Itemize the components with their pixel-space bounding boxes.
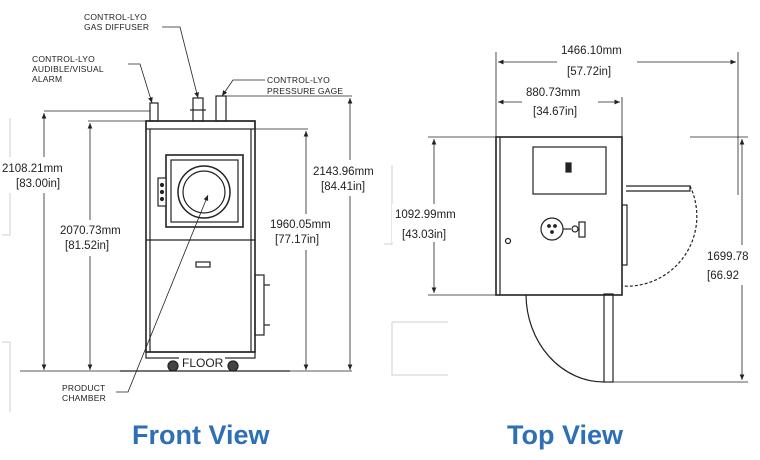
door-swing-arc-right (621, 185, 698, 287)
dim-height-right-inner-mm: 1960.05mm (270, 219, 331, 231)
dim-depth-overall-in: [66.92 (707, 270, 739, 282)
lower-door-panel (603, 293, 614, 383)
dim-height-right-outer-mm: 2143.96mm (313, 166, 374, 178)
floor-label: FLOOR (182, 356, 224, 370)
top-valve (578, 221, 586, 238)
dim-height-left-inner-in: [81.52in] (65, 240, 109, 252)
pressure-gage-callout-line2: PRESSURE GAGE (267, 86, 343, 96)
pressure-gage-callout-line1: CONTROL-LYO (267, 75, 330, 85)
vent-slot (195, 261, 211, 268)
product-chamber-callout-line2: CHAMBER (62, 393, 106, 403)
gas-diffuser-callout-line2: GAS DIFFUSER (84, 22, 149, 32)
dim-depth-overall-mm: 1699.78 (707, 251, 749, 263)
dim-height-left-outer-in: [83.00in] (16, 178, 60, 190)
side-hinge (621, 204, 628, 266)
top-cap (145, 120, 256, 130)
front-view-drawing (120, 95, 290, 372)
dim-height-left-outer-mm: 2108.21mm (2, 163, 63, 175)
dim-width-overall-mm: 1466.10mm (561, 45, 622, 57)
side-handle (254, 274, 265, 336)
top-view-drawing (495, 136, 698, 383)
top-port (540, 217, 564, 241)
alarm-fitting (149, 102, 159, 122)
dim-width-overall-in: [57.72in] (567, 66, 611, 78)
pressure-gage-fitting (215, 95, 227, 122)
dim-height-right-inner-in: [77.17in] (275, 234, 319, 246)
caster-left (167, 360, 179, 372)
alarm-callout-line2: AUDIBLE/VISUAL (32, 64, 104, 74)
dim-width-body-in: [34.67in] (533, 106, 577, 118)
door-swing-arc-lower (525, 294, 605, 383)
chamber-porthole (177, 165, 231, 219)
dim-depth-body-in: [43.03in] (402, 229, 446, 241)
alarm-callout-line3: ALARM (32, 74, 62, 84)
top-view-title: Top View (507, 420, 624, 450)
dim-width-body-mm: 880.73mm (526, 87, 580, 99)
dim-depth-body-mm: 1092.99mm (395, 209, 456, 221)
product-chamber-callout-line1: PRODUCT (62, 383, 105, 393)
floor-label-bg (179, 355, 225, 369)
dim-height-left-inner-mm: 2070.73mm (60, 225, 121, 237)
front-view-title: Front View (132, 420, 270, 450)
dim-height-right-outer-in: [84.41in] (321, 181, 365, 193)
caster-right (227, 360, 239, 372)
top-cabinet (495, 136, 623, 296)
top-window (532, 146, 607, 195)
alarm-callout-line1: CONTROL-LYO (32, 54, 95, 64)
front-callout-leaders (116, 26, 265, 393)
gas-diffuser-callout-line1: CONTROL-LYO (84, 12, 147, 22)
